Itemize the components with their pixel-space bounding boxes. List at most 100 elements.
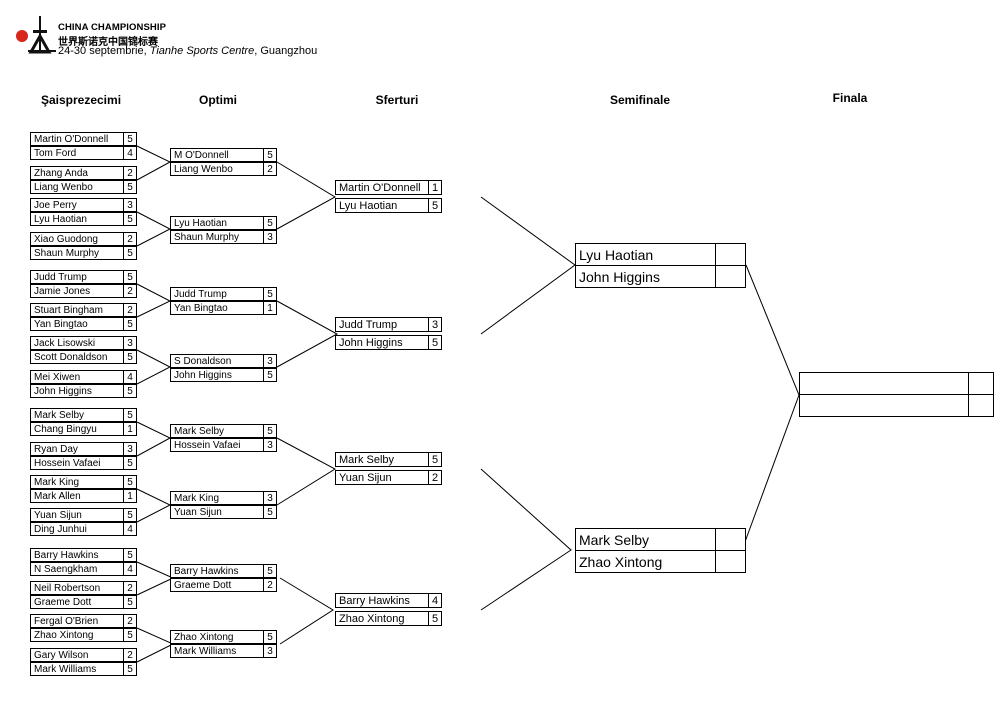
- round-label-qf: Sferturi: [375, 93, 419, 107]
- player-score: [715, 244, 745, 265]
- player-name: Ding Junhui: [34, 523, 87, 535]
- player-score: 3: [263, 645, 276, 657]
- player-name: Mark Selby: [579, 531, 650, 548]
- player-score: 3: [123, 337, 136, 349]
- player-name: Joe Perry: [34, 199, 77, 211]
- player-name: Zhao Xintong: [579, 553, 663, 570]
- tournament-city: , Guangzhou: [254, 45, 318, 57]
- player-score: 5: [428, 199, 441, 212]
- player-name: Fergal O'Brien: [34, 615, 99, 627]
- player-score: 4: [123, 523, 136, 535]
- player-score: 3: [263, 439, 276, 451]
- player-score: 5: [263, 565, 276, 577]
- player-name: Mark King: [174, 492, 220, 504]
- player-slot: Liang Wenbo 5: [30, 180, 137, 194]
- player-slot: Mark Selby: [575, 528, 746, 551]
- player-slot: [799, 372, 994, 395]
- player-name: Mark Allen: [34, 490, 81, 502]
- player-score: 2: [123, 649, 136, 661]
- player-score: 2: [263, 579, 276, 591]
- player-score: 5: [263, 149, 276, 161]
- player-name: Martin O'Donnell: [34, 133, 109, 145]
- tournament-title: CHINA CHAMPIONSHIP: [58, 22, 167, 33]
- player-score: 3: [263, 231, 276, 243]
- round-label-final: Finala: [832, 91, 868, 105]
- player-score: 1: [263, 302, 276, 314]
- player-score: 4: [428, 594, 441, 607]
- player-name: Mark Williams: [34, 663, 97, 675]
- player-slot: Yan Bingtao 1: [170, 301, 277, 315]
- player-name: Yuan Sijun: [174, 506, 222, 518]
- player-score: 2: [123, 233, 136, 245]
- player-score: 3: [263, 492, 276, 504]
- player-score: 5: [263, 217, 276, 229]
- player-name: Shaun Murphy: [174, 231, 240, 243]
- player-name: Mark Williams: [174, 645, 237, 657]
- player-score: 5: [263, 425, 276, 437]
- player-score: 5: [123, 629, 136, 641]
- player-name: Liang Wenbo: [174, 163, 233, 175]
- player-score: 2: [123, 582, 136, 594]
- player-score: [968, 395, 993, 416]
- player-name: Mark Selby: [339, 453, 395, 466]
- player-name: Yan Bingtao: [174, 302, 228, 314]
- player-name: John Higgins: [339, 336, 403, 349]
- player-score: [968, 373, 993, 394]
- tournament-title-chinese: 世界斯诺克中国锦标赛: [58, 37, 158, 48]
- player-slot: Lyu Haotian: [575, 243, 746, 266]
- player-score: 5: [428, 453, 441, 466]
- player-name: Hossein Vafaei: [34, 457, 101, 469]
- player-name: Barry Hawkins: [34, 549, 99, 561]
- player-name: Shaun Murphy: [34, 247, 100, 259]
- player-score: 5: [123, 318, 136, 330]
- player-score: 5: [123, 509, 136, 521]
- player-name: Lyu Haotian: [579, 246, 654, 263]
- player-name: John Higgins: [579, 268, 660, 285]
- player-score: 5: [123, 213, 136, 225]
- player-name: Judd Trump: [339, 318, 398, 331]
- tournament-dates: 24-30 septembrie,: [58, 45, 147, 57]
- player-name: Barry Hawkins: [174, 565, 239, 577]
- player-name: Mark King: [34, 476, 80, 488]
- round-label-r32: Şaisprezecimi: [40, 93, 122, 107]
- player-score: 4: [123, 563, 136, 575]
- player-score: 2: [123, 285, 136, 297]
- player-score: 5: [123, 181, 136, 193]
- player-name: Jack Lisowski: [34, 337, 96, 349]
- player-name: Tom Ford: [34, 147, 77, 159]
- player-name: Mei Xiwen: [34, 371, 81, 383]
- player-name: Liang Wenbo: [34, 181, 93, 193]
- player-score: 5: [263, 631, 276, 643]
- player-name: Neil Robertson: [34, 582, 101, 594]
- player-name: Barry Hawkins: [339, 594, 410, 607]
- player-slot: Mark King 3: [170, 491, 277, 505]
- player-name: Graeme Dott: [174, 579, 232, 591]
- player-score: 5: [123, 271, 136, 283]
- tournament-info: 24-30 septembrie, Tianhe Sports Centre, …: [58, 45, 317, 57]
